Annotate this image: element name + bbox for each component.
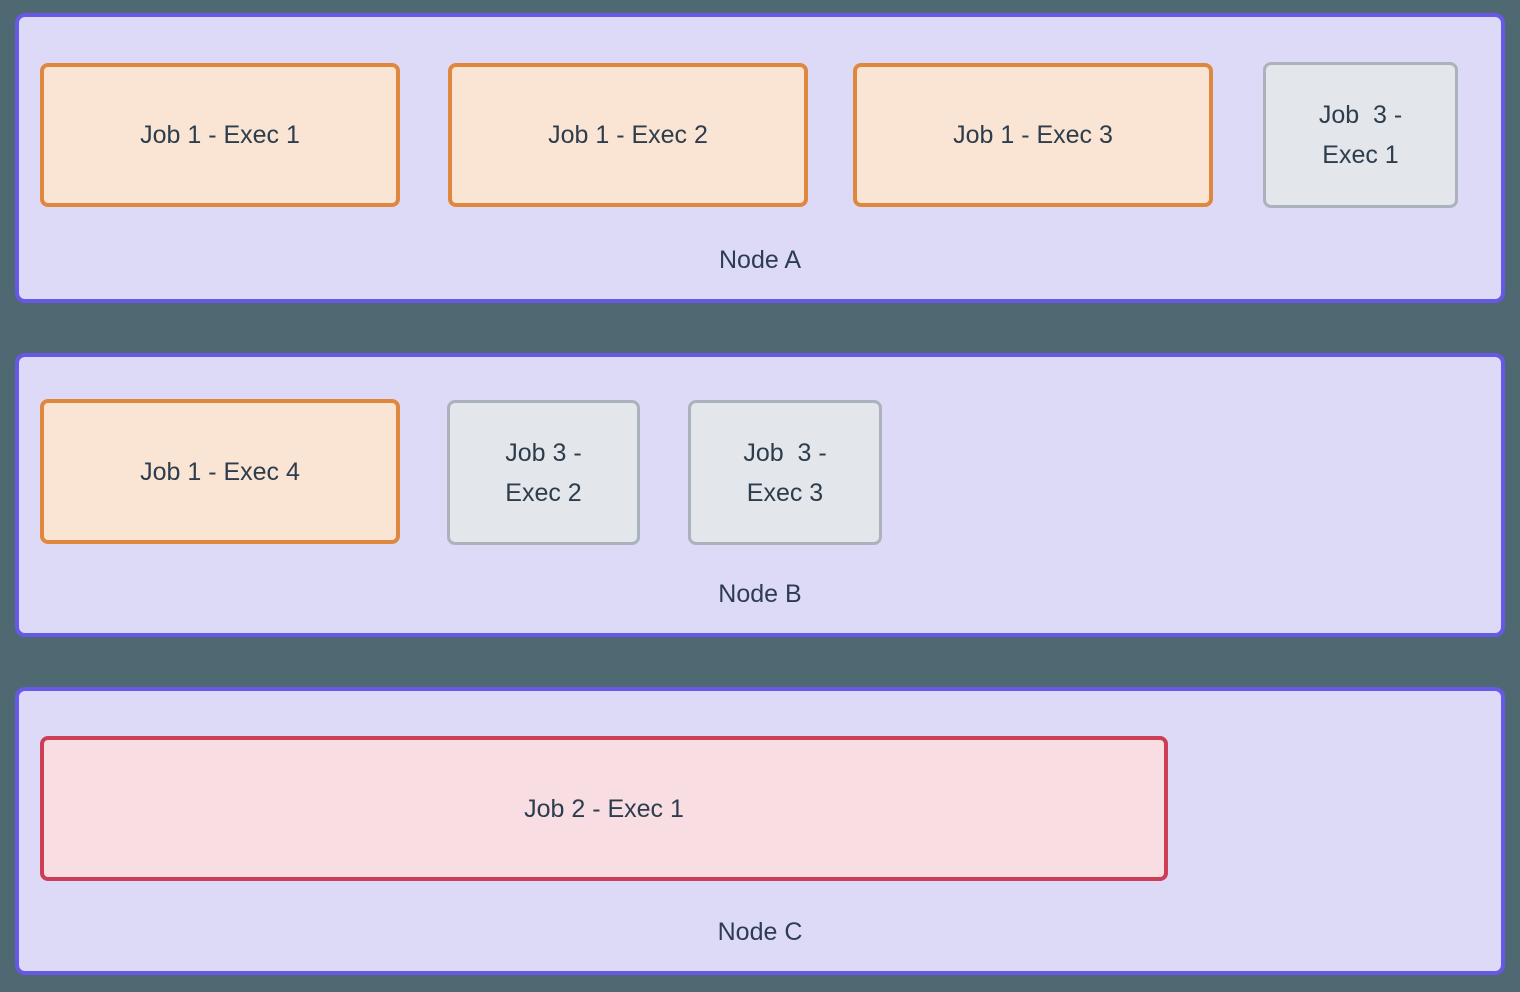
exec-box-job3-exec2: Job 3 - Exec 2 bbox=[447, 400, 640, 545]
exec-box-job1-exec1: Job 1 - Exec 1 bbox=[40, 63, 400, 207]
node-b-container: Job 1 - Exec 4 Job 3 - Exec 2 Job 3 - Ex… bbox=[15, 353, 1505, 637]
exec-label: Job 1 - Exec 1 bbox=[140, 121, 300, 149]
exec-label: Job 2 - Exec 1 bbox=[524, 794, 684, 823]
exec-label: Job 3 - Exec 1 bbox=[1318, 101, 1403, 169]
node-a-container: Job 1 - Exec 1 Job 1 - Exec 2 Job 1 - Ex… bbox=[15, 13, 1505, 303]
exec-label: Job 1 - Exec 2 bbox=[548, 121, 708, 149]
node-a-label: Node A bbox=[718, 246, 801, 274]
exec-label: Job 3 - Exec 3 bbox=[743, 438, 827, 507]
exec-label: Job 1 - Exec 4 bbox=[140, 457, 300, 486]
node-b-label: Node B bbox=[718, 580, 802, 608]
exec-box-job3-exec1: Job 3 - Exec 1 bbox=[1263, 62, 1458, 208]
exec-box-job1-exec2: Job 1 - Exec 2 bbox=[448, 63, 808, 207]
exec-box-job1-exec3: Job 1 - Exec 3 bbox=[853, 63, 1213, 207]
node-c-container: Job 2 - Exec 1 Node C bbox=[15, 687, 1505, 975]
exec-box-job2-exec1: Job 2 - Exec 1 bbox=[40, 736, 1168, 881]
exec-box-job3-exec3: Job 3 - Exec 3 bbox=[688, 400, 882, 545]
exec-box-job1-exec4: Job 1 - Exec 4 bbox=[40, 399, 400, 544]
node-c-label: Node C bbox=[717, 918, 803, 946]
exec-label: Job 1 - Exec 3 bbox=[953, 121, 1113, 149]
exec-label: Job 3 - Exec 2 bbox=[505, 438, 582, 507]
